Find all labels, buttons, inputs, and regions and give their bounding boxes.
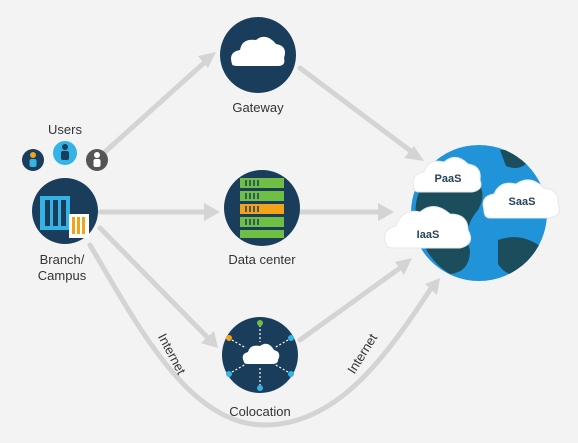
data-center-node[interactable]	[224, 170, 300, 246]
cloud-icon	[231, 36, 285, 66]
data-center-label: Data center	[228, 252, 296, 267]
saas-cloud	[482, 179, 561, 219]
paas-cloud	[412, 157, 482, 193]
server-rack-icon	[240, 178, 284, 238]
user-icon	[22, 149, 44, 171]
connection-arrows	[87, 52, 440, 428]
user-icon	[86, 149, 108, 171]
colocation-label: Colocation	[229, 404, 290, 419]
building-icon	[40, 196, 89, 238]
iaas-label: IaaS	[417, 229, 440, 241]
branch-label-line1: Branch/	[40, 252, 85, 267]
saas-label: SaaS	[509, 196, 536, 208]
connected-cloud-icon	[226, 320, 294, 391]
gateway-node[interactable]	[220, 17, 296, 93]
branch-label-line2: Campus	[38, 268, 87, 283]
gateway-label: Gateway	[232, 100, 284, 115]
colocation-node[interactable]	[222, 317, 298, 393]
iaas-cloud	[383, 206, 472, 249]
users-label: Users	[48, 122, 82, 137]
paas-label: PaaS	[435, 173, 462, 185]
user-icon	[53, 141, 77, 165]
branch-campus-node[interactable]	[32, 178, 98, 244]
internet-label-right: Internet	[344, 331, 380, 377]
